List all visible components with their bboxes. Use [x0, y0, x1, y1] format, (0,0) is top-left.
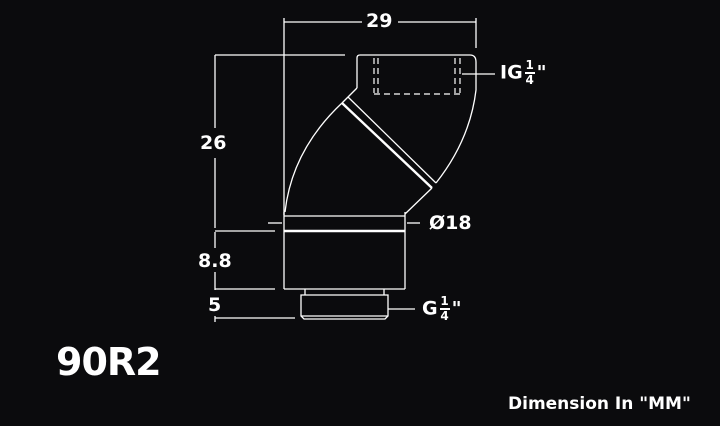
height-collar-label: 8.8 — [198, 250, 232, 272]
height-thread-label: 5 — [208, 294, 222, 316]
height-upper-label: 26 — [200, 132, 227, 154]
model-name: 90R2 — [56, 340, 162, 384]
width-label: 29 — [366, 10, 393, 32]
upper-body-outline — [356, 54, 477, 184]
diameter-label: Ø18 — [429, 212, 472, 234]
unit-note: Dimension In "MM" — [508, 394, 691, 414]
left-curve — [284, 102, 343, 213]
